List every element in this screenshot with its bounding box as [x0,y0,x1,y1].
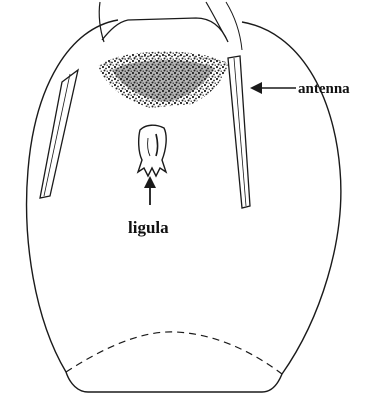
top-strand-left [99,2,104,42]
dashed-posterior-line [66,332,282,374]
label-antenna: antenna [298,81,350,97]
top-strand-right-outer [226,2,242,50]
head-capsule [102,18,228,42]
ligula-arrow [144,176,156,205]
ligula-structure [138,125,166,176]
antenna-arrow [250,82,296,94]
label-ligula: ligula [128,218,169,237]
antenna-right [228,56,250,208]
